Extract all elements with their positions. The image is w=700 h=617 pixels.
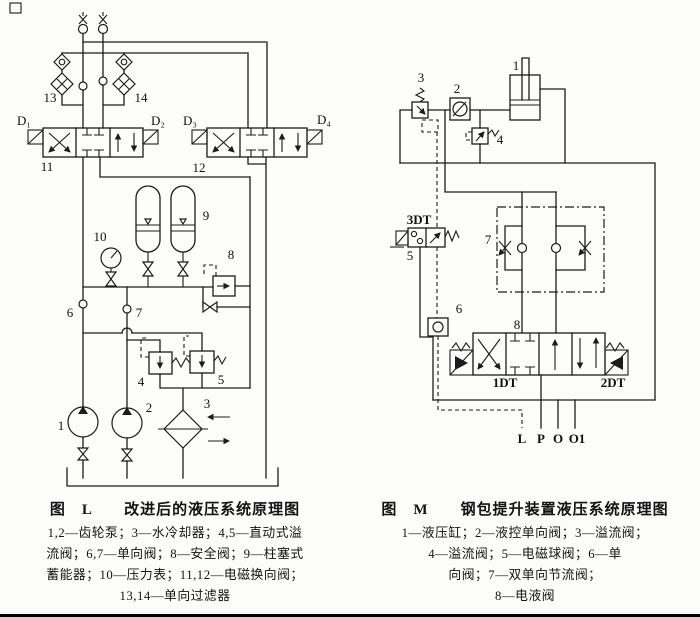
pilot-check-valve-2-symbol: [449, 97, 471, 121]
gear-pump-1-symbol: [67, 406, 99, 479]
label-check-6: 6: [67, 305, 74, 320]
figure-l-diagram: 13 14 D₁ D₂ D₃ D₄ 11 12 10 9 8 6 7 4 5 1…: [17, 12, 331, 487]
label-throttle-7: 7: [485, 232, 492, 247]
valve5-drain-line: [419, 246, 434, 401]
figure-l-legend-line: 流阀；6,7—单向阀；8—安全阀；9—柱塞式: [46, 547, 304, 561]
branch-line-to-valve12-right: [82, 41, 268, 129]
relief-valve-3-symbol: [399, 87, 439, 228]
solenoid-directional-valve-12-symbol: [191, 127, 323, 158]
label-port-o: O: [553, 431, 563, 446]
accumulator-shutoff-valves: [141, 252, 190, 287]
label-solenoid-d1: D₁: [17, 113, 31, 128]
label-relief-5: 5: [218, 372, 225, 387]
label-gauge-10: 10: [94, 229, 107, 244]
label-relief-4: 4: [138, 374, 145, 389]
pump1-relief-tap-line2: [131, 332, 203, 352]
label-port-o1: O1: [569, 431, 586, 446]
figure-l-title: 图 L 改进后的液压系统原理图: [49, 502, 301, 518]
relief-valve-5-symbol: [183, 335, 227, 374]
label-solenoid-d3: D₃: [183, 113, 197, 128]
solenoid-ball-valve-5-symbol: [390, 227, 460, 248]
relief-valve-4-symbol-m: [465, 109, 500, 164]
water-cooler-3-symbol: [158, 409, 230, 479]
inline-check-valve-symbol: [78, 81, 88, 91]
figure-m-diagram: 1 2 3 4 3DT 5 6 7 8 1DT 2DT L P O O1: [390, 57, 656, 446]
oil-tank-symbol: [66, 467, 279, 487]
label-port-p: P: [537, 431, 545, 446]
check-valve-6-symbol: [78, 299, 88, 309]
check-valve-6-symbol-m: [427, 317, 449, 337]
label-relief-4-m: 4: [497, 132, 504, 147]
label-filter-13: 13: [44, 90, 57, 105]
solenoid-directional-valve-11-symbol: [27, 127, 159, 158]
rod-side-return-line: [539, 88, 566, 164]
branch-line-to-valve12-left: [61, 52, 249, 129]
leak-drain-line: [437, 336, 523, 428]
figure-m-caption: 图 M 钢包提升装置液压系统原理图 1—液压缸；2—液控单向阀；3—溢流阀； 4…: [360, 498, 690, 607]
figure-m-legend-line: 向阀；7—双单向节流阀；: [448, 568, 602, 582]
label-cylinder-1: 1: [513, 58, 520, 73]
breather-valve-symbols: [77, 12, 109, 35]
check-valve-7-symbol: [122, 304, 132, 314]
figure-l-legend-line: 1,2—齿轮泵；3—水冷却器；4,5—直动式溢: [47, 526, 303, 540]
valve11-tank-line: [99, 156, 251, 178]
label-valve-12: 12: [193, 160, 206, 175]
figure-m-legend-line: 8—电液阀: [494, 589, 556, 603]
label-pump-1: 1: [58, 418, 65, 433]
label-check-6-m: 6: [456, 301, 463, 316]
pump2-relief-tap-line: [126, 339, 161, 353]
page-bottom-rule: [0, 614, 700, 617]
gear-pump-2-symbol: [111, 407, 143, 479]
label-solenoid-2dt: 2DT: [601, 375, 626, 390]
figure-l-legend-line: 蓄能器；10—压力表；11,12—电磁换向阀；: [46, 568, 304, 582]
safety-valve-8-symbol: [202, 264, 251, 314]
label-ball-valve-5: 5: [407, 248, 414, 263]
electro-hydraulic-valve-8-symbol: [449, 332, 629, 376]
label-safety-valve-8: 8: [228, 247, 235, 262]
label-filter-14: 14: [135, 90, 149, 105]
scan-corner-mark: [9, 2, 22, 14]
tank-return-line: [399, 162, 656, 401]
label-cooler-3: 3: [204, 396, 211, 411]
label-accumulator-9: 9: [203, 208, 210, 223]
label-check-7: 7: [136, 305, 143, 320]
valve12-port-jumper: [247, 156, 267, 165]
figure-l-legend-line: 13,14—单向过滤器: [119, 589, 231, 603]
label-solenoid-d2: D₂: [151, 113, 165, 128]
figure-l-caption: 图 L 改进后的液压系统原理图 1,2—齿轮泵；3—水冷却器；4,5—直动式溢 …: [8, 498, 342, 607]
pressure-gauge-10-symbol: [100, 247, 122, 287]
double-one-way-throttle-7-symbol: [497, 206, 605, 293]
inline-check-valve-symbol: [98, 76, 108, 86]
relief-outlet-lines: [159, 372, 251, 411]
label-solenoid-1dt: 1DT: [493, 375, 518, 390]
label-pilot-check-2: 2: [454, 81, 461, 96]
label-solenoid-3dt: 3DT: [407, 212, 432, 227]
relief-valve-4-symbol: [140, 337, 191, 375]
throttle-branch-lines: [521, 191, 557, 334]
label-port-l: L: [518, 431, 527, 446]
label-relief-3: 3: [418, 70, 425, 85]
figure-m-legend-line: 1—液压缸；2—液控单向阀；3—溢流阀；: [401, 526, 649, 540]
figure-m-title: 图 M 钢包提升装置液压系统原理图: [381, 502, 669, 518]
plunger-accumulator-9-symbols: [135, 185, 196, 253]
label-pump-2: 2: [146, 400, 153, 415]
label-valve-8-m: 8: [514, 317, 521, 332]
figure-m-legend-line: 4—溢流阀；5—电磁球阀；6—单: [428, 547, 622, 561]
hydraulic-cylinder-1-symbol: [509, 57, 541, 121]
one-way-filter-13-symbol: [50, 52, 84, 106]
label-valve-11: 11: [41, 159, 54, 174]
a-line-distribution: [444, 109, 557, 193]
hydraulic-diagrams-canvas: 13 14 D₁ D₂ D₃ D₄ 11 12 10 9 8 6 7 4 5 1…: [9, 2, 656, 487]
label-solenoid-d4: D₄: [317, 112, 331, 127]
one-way-filter-14-symbol: [102, 52, 136, 106]
